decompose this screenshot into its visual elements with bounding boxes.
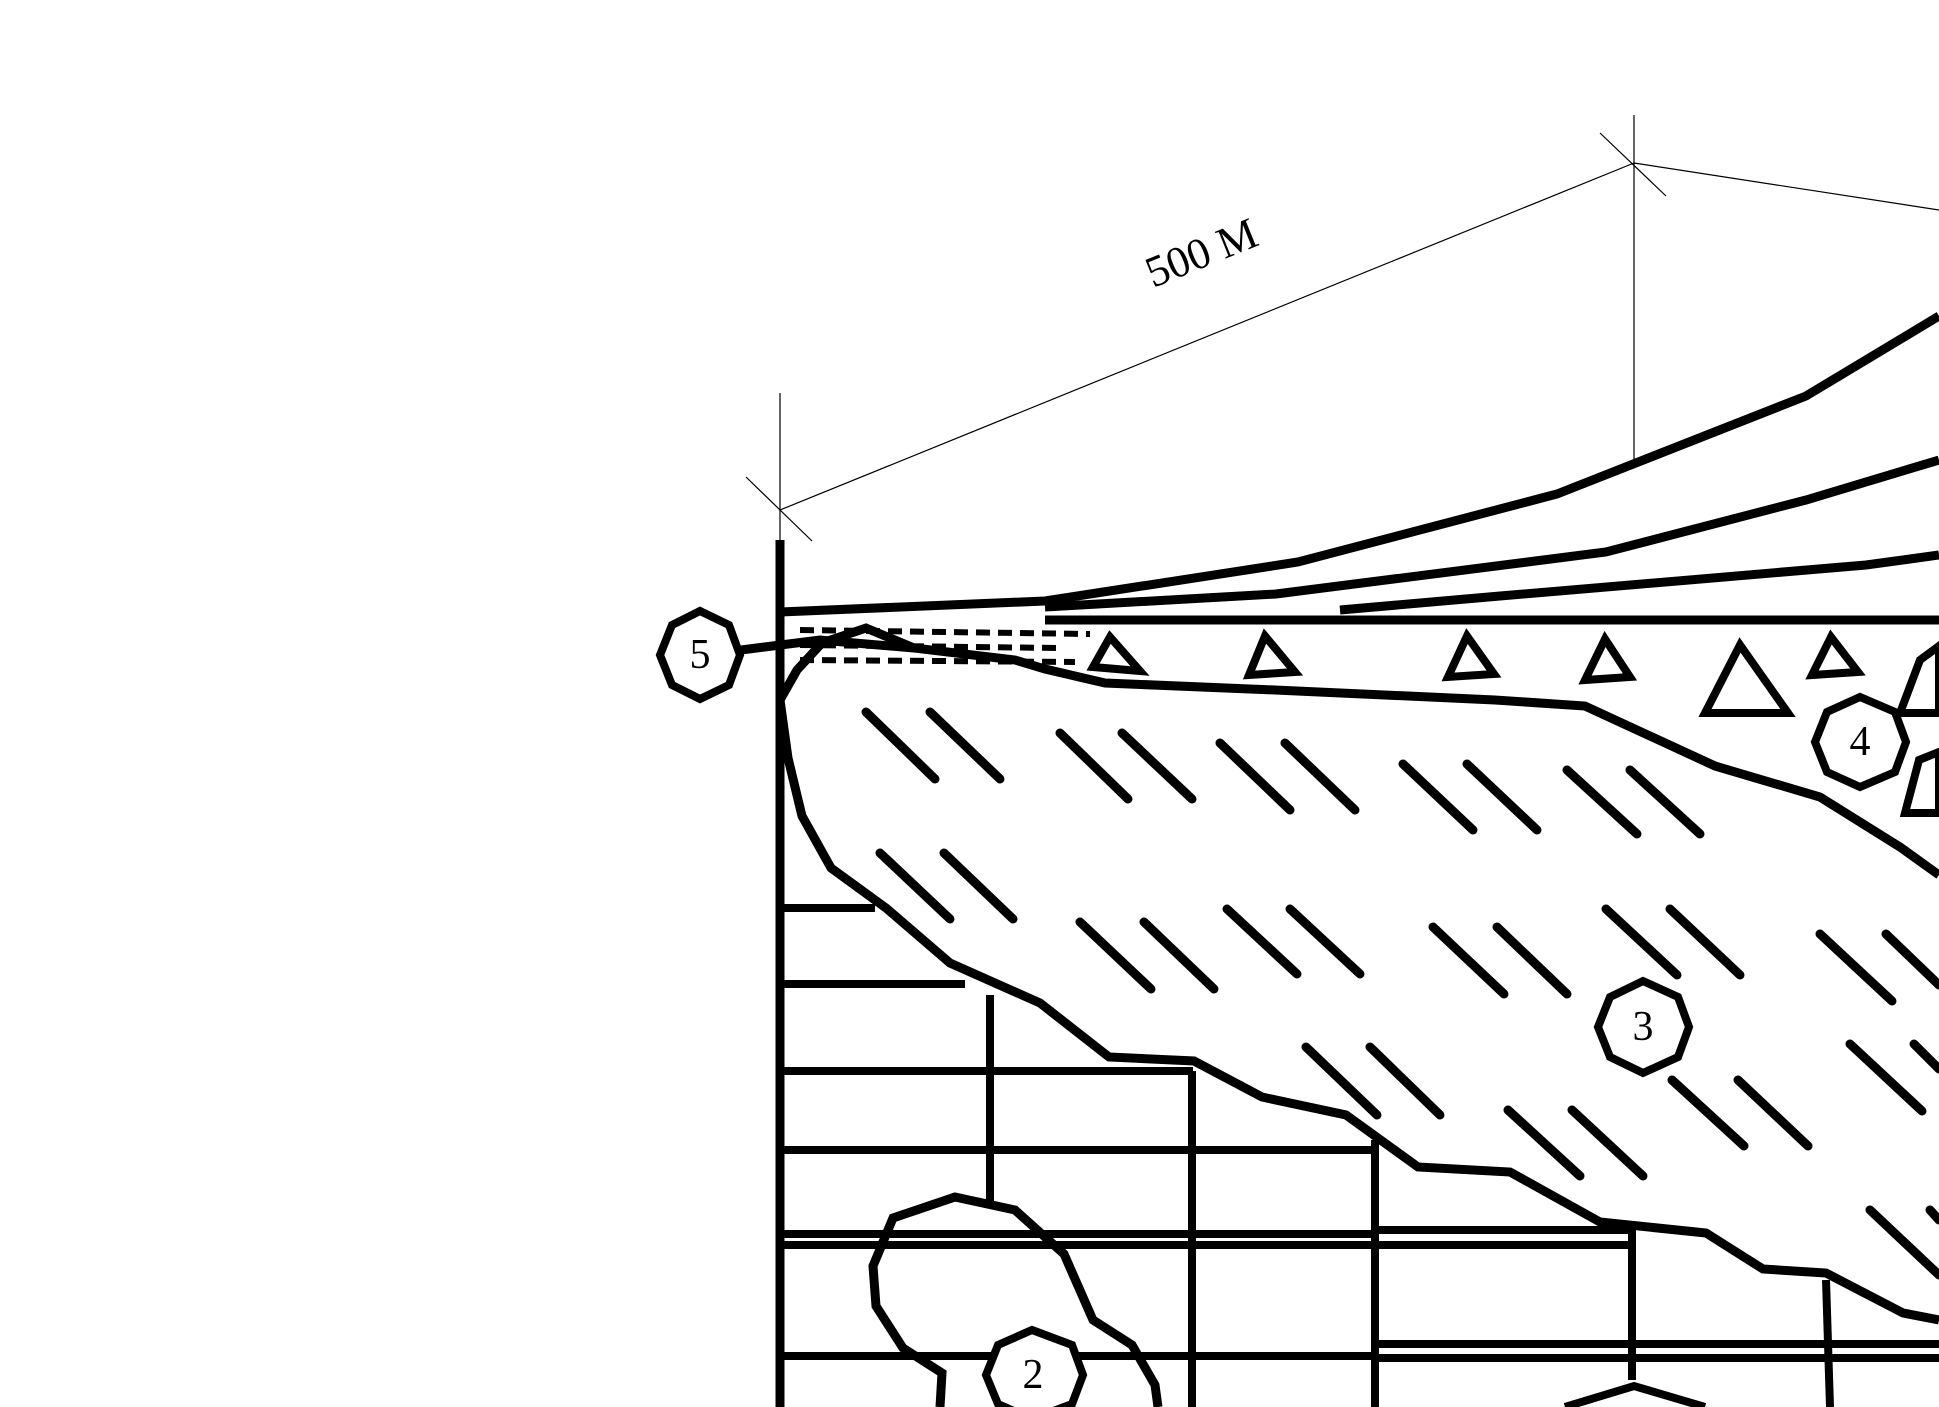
marker-2: 2 xyxy=(981,1325,1088,1407)
marker-3: 3 xyxy=(1593,976,1694,1078)
boulder-outline xyxy=(868,1192,1163,1407)
sand-layer-dashes xyxy=(799,627,1091,665)
survey-lines xyxy=(745,115,1939,545)
bedrock-brick-pattern xyxy=(784,904,1939,1407)
weathered-zone-lower-outline xyxy=(775,699,1939,1325)
slope-profile-lines xyxy=(779,312,1939,625)
marker-5: 5 xyxy=(655,606,745,704)
marker-5-label: 5 xyxy=(690,632,711,678)
marker-3-label: 3 xyxy=(1633,1004,1654,1050)
marker-2-label: 2 xyxy=(1023,1352,1044,1398)
dimension-label: 500 M xyxy=(1138,208,1264,297)
marker-4: 4 xyxy=(1810,692,1911,792)
marker-4-label: 4 xyxy=(1850,719,1871,765)
gravel-triangles xyxy=(1086,628,1939,817)
marker-5-leader xyxy=(740,635,915,655)
weathered-zone-outline xyxy=(776,623,1939,879)
weathered-zone-hatching xyxy=(861,707,1939,1280)
